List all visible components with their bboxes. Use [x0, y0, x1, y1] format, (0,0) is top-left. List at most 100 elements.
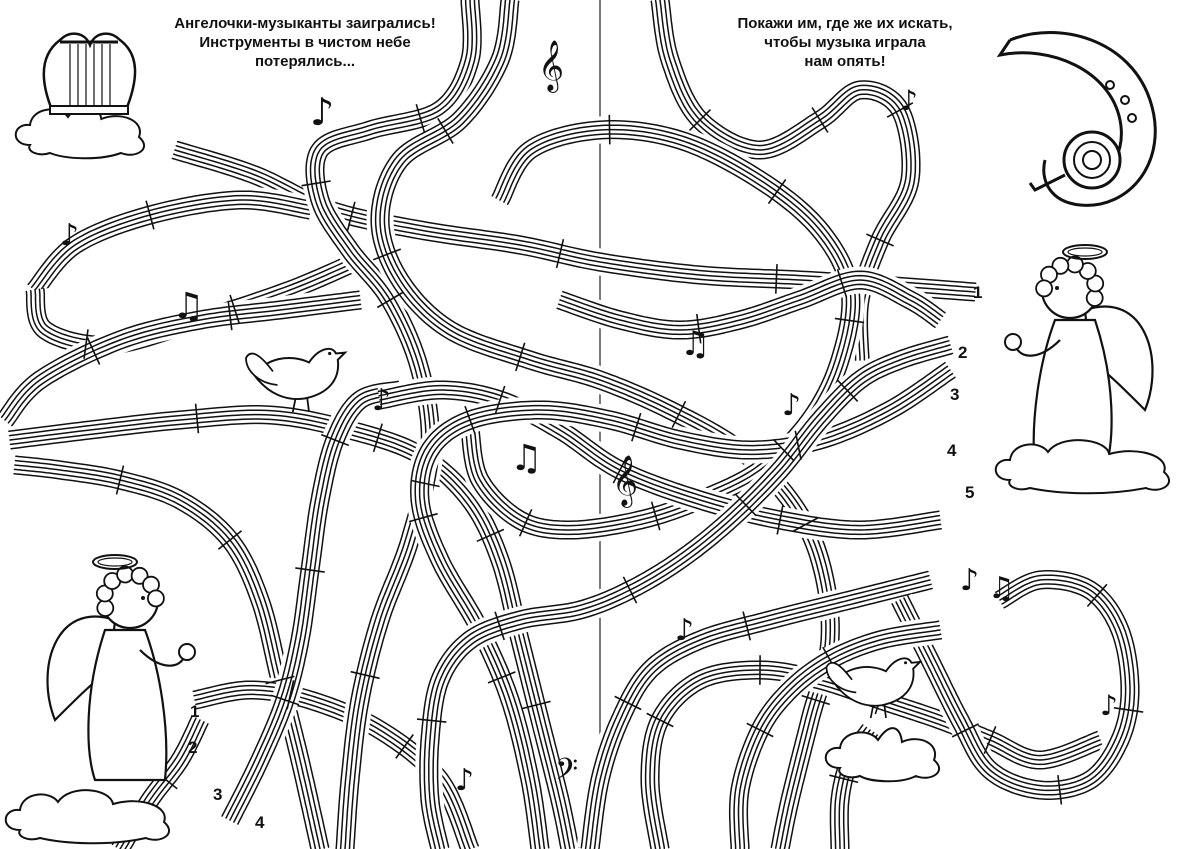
bar-line — [735, 493, 757, 517]
bar-line — [775, 264, 778, 294]
bar-line — [83, 329, 89, 359]
maze-end-number[interactable]: 5 — [965, 483, 974, 502]
caption-left: Ангелочки-музыканты заигрались! Инструме… — [155, 14, 455, 71]
staff-path[interactable] — [725, 616, 943, 849]
bar-line — [742, 611, 752, 641]
staff-path[interactable] — [646, 0, 925, 361]
bar-line — [372, 423, 383, 453]
bar-line — [631, 412, 642, 442]
bar-line — [408, 512, 438, 523]
angel-left — [46, 554, 196, 782]
bar-line — [346, 201, 356, 231]
beamed-notes-icon: ♫ — [510, 438, 542, 479]
bar-line — [395, 734, 414, 759]
maze-end-number[interactable]: 2 — [958, 343, 967, 362]
bar-line — [494, 611, 505, 641]
bar-line — [746, 722, 774, 738]
bar-line — [265, 675, 295, 685]
bar-line — [217, 530, 243, 550]
bar-line — [886, 102, 914, 118]
eighth-note-icon: ♪ — [310, 90, 334, 134]
bar-line — [145, 200, 155, 230]
bar-line — [416, 718, 447, 723]
bar-line — [612, 456, 628, 484]
staff-path[interactable] — [555, 266, 948, 344]
lyre-cloud — [14, 104, 146, 160]
bar-line — [983, 725, 997, 755]
bar-line — [688, 109, 712, 131]
bass-clef-icon: 𝄢 — [555, 753, 578, 794]
bar-line — [476, 528, 505, 543]
bar-line — [487, 671, 516, 684]
bar-line — [1113, 707, 1144, 713]
caption-right-line: нам опять! — [804, 53, 886, 70]
bar-line — [464, 405, 476, 435]
bar-line — [608, 114, 611, 145]
bar-line — [772, 438, 795, 462]
maze-end-number[interactable]: 3 — [950, 385, 959, 404]
maze-start-number[interactable]: 2 — [188, 738, 197, 757]
maze-start-number[interactable]: 1 — [190, 702, 199, 721]
angel-right — [1004, 244, 1154, 472]
eighth-note-icon: ♪ — [60, 218, 79, 253]
eighth-note-icon: ♪ — [675, 613, 694, 648]
maze-end-number[interactable]: 4 — [947, 441, 957, 460]
bar-line — [671, 400, 687, 429]
bar-line — [518, 508, 533, 537]
staff-path[interactable] — [888, 566, 1144, 804]
staff-path[interactable] — [576, 566, 934, 849]
bar-line — [767, 179, 787, 205]
beamed-notes-icon: ♫ — [680, 324, 710, 364]
caption-right: Покажи им, где же их искать, чтобы музык… — [700, 14, 990, 71]
caption-left-line: Ангелочки-музыканты заигрались! — [174, 15, 436, 32]
bar-line — [836, 379, 859, 402]
caption-right-line: чтобы музыка играла — [764, 34, 926, 51]
dove-left — [245, 347, 348, 413]
bar-line — [286, 680, 295, 710]
maze-start-number[interactable]: 4 — [255, 813, 265, 832]
caption-right-line: Покажи им, где же их искать, — [737, 15, 953, 32]
bar-line — [521, 700, 551, 710]
bar-line — [229, 294, 240, 324]
maze-end-number[interactable]: 1 — [973, 283, 982, 302]
eighth-note-icon: ♪ — [960, 563, 979, 598]
bar-line — [836, 268, 848, 298]
bar-line — [792, 516, 819, 533]
bar-line — [515, 342, 526, 372]
bar-line — [829, 774, 859, 784]
treble-clef-icon: 𝄞 — [612, 455, 638, 508]
bar-line — [696, 313, 702, 344]
eighth-note-icon: ♪ — [372, 383, 391, 418]
bar-line — [437, 117, 454, 145]
staff-path[interactable] — [8, 401, 584, 849]
bar-line — [295, 567, 325, 573]
bar-line — [555, 239, 565, 269]
french-horn-icon — [996, 31, 1157, 207]
bar-line — [320, 433, 350, 447]
staff-path[interactable] — [0, 286, 362, 429]
bar-line — [622, 576, 638, 604]
bar-line — [376, 291, 404, 309]
bar-line — [350, 670, 380, 680]
eighth-note-icon: ♪ — [900, 84, 918, 117]
eighth-note-icon: ♪ — [1100, 689, 1118, 722]
bar-line — [650, 501, 661, 531]
bar-line — [866, 233, 894, 247]
bar-line — [614, 695, 642, 711]
maze-start-number[interactable]: 3 — [213, 785, 222, 804]
bar-line — [410, 479, 440, 488]
bar-line — [951, 723, 979, 738]
beamed-notes-icon: ♫ — [988, 571, 1015, 606]
bar-line — [415, 103, 426, 133]
dove-cloud — [824, 727, 941, 783]
angel-left-cloud — [4, 789, 171, 845]
beamed-notes-icon: ♫ — [172, 286, 204, 327]
bar-line — [834, 317, 865, 324]
bar-line — [86, 337, 101, 365]
bar-line — [794, 430, 802, 460]
treble-clef-icon: 𝄞 — [538, 40, 564, 93]
bar-line — [776, 505, 784, 535]
caption-left-line: Инструменты в чистом небе — [199, 34, 411, 51]
